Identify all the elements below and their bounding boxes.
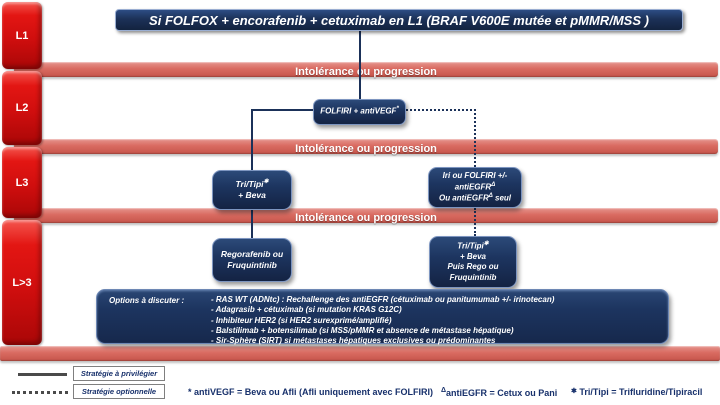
node-l4-tritipi-beva-rego: Tri/Tipi✱ + Beva Puis Rego ou Fruquintin… [429,236,517,288]
options-label: Options à discuter : [109,296,185,305]
connector-l2-to-l3-right-dotted [473,109,476,167]
node-text: Regorafenib ou [220,248,284,259]
options-box: Options à discuter : - RAS WT (ADNtc) : … [96,289,669,345]
node-text: Tri/Tipi✱ [457,240,489,251]
footnote-marker: Δ [488,192,493,199]
line-label-text: L3 [15,176,29,189]
options-item: - Sir-Sphère (SIRT) si métastases hépati… [211,336,496,346]
legend-label: Stratégie à privilégier [80,369,158,378]
footnote-marker: ✱ [263,179,269,186]
line-label-l2: L2 [2,71,42,145]
footnote-marker: ✱ [483,240,489,247]
connector-l3-to-l4-left [251,210,253,238]
line-label-l1: L1 [2,2,42,69]
legend-dotted-line-sample [12,391,68,394]
progression-bar-label: Intolérance ou progression [295,143,437,155]
progression-bar-label: Intolérance ou progression [295,66,437,78]
options-item: - Inhibiteur HER2 (si HER2 surexprimé/am… [211,315,392,325]
connector-l2-to-l3-left [251,109,253,170]
line-label-l4plus: L>3 [2,220,42,345]
footnote-antivegf: * antiVEGF = Beva ou Afli (Afli uniqueme… [188,387,433,397]
node-text: antiEGFRΔ [454,181,496,192]
node-text: Tri/Tipi✱ [235,178,269,189]
connector-l3-to-l4-right-dotted [473,208,476,236]
footnote-antiegfr: ΔantiEGFR = Cetux ou Pani [441,387,558,398]
progression-bar-label: Intolérance ou progression [295,212,437,224]
footnote-tritipi: ✱ Tri/Tipi = Trifluridine/Tipiracil [571,387,703,397]
node-text: Iri ou FOLFIRI +/- [442,171,508,181]
connector-l2-elbow-h [251,109,314,111]
options-item: - RAS WT (ADNtc) : Rechallenge des antiE… [211,295,555,304]
legend-label: Stratégie optionnelle [81,387,157,396]
node-l3-iri-folfiri-antiegfr: Iri ou FOLFIRI +/- antiEGFRΔ Ou antiEGFR… [428,167,522,208]
node-text: Fruquintinib [449,272,497,282]
legend-solid-line-sample [18,373,67,376]
node-text: FOLFIRI + antiVEGF* [320,106,399,117]
title-banner-text: Si FOLFOX + encorafenib + cetuximab en L… [149,12,649,28]
legend-solid-label-box: Stratégie à privilégier [73,366,165,381]
line-label-l3: L3 [2,147,42,218]
progression-bar-3: Intolérance ou progression [14,208,718,224]
line-label-text: L1 [15,29,29,42]
node-text: + Beva [459,251,487,261]
node-l2-folfiri-antivegf: FOLFIRI + antiVEGF* [313,99,406,125]
node-l4-regorafenib-fruquintinib: Regorafenib ou Fruquintinib [212,238,292,282]
bottom-red-bar [0,346,720,361]
progression-bar-2: Intolérance ou progression [14,139,718,155]
footnote-marker: ✱ [571,388,577,395]
footnote-marker: Δ [491,181,496,188]
line-label-text: L2 [15,102,29,114]
footnote-marker: Δ [441,387,447,394]
footnote-marker: * [188,387,192,397]
options-item: - Balstilimab + botensilimab (si MSS/pMM… [211,325,514,335]
options-item: - Adagrasib + cétuximab (si mutation KRA… [211,305,402,315]
node-text: Fruquintinib [227,260,277,270]
footnote-marker: * [396,106,399,113]
title-banner: Si FOLFOX + encorafenib + cetuximab en L… [115,9,683,31]
node-text: + Beva [238,190,266,200]
connector-banner-to-l2 [359,31,361,99]
node-l3-tritipi-beva: Tri/Tipi✱ + Beva [212,170,292,210]
connector-l2-elbow-h-dotted [406,109,476,111]
node-text: Ou antiEGFRΔ seul [438,192,512,203]
legend-dotted-label-box: Stratégie optionnelle [73,384,165,399]
line-label-text: L>3 [12,276,32,289]
progression-bar-1: Intolérance ou progression [14,62,718,78]
node-text: Puis Rego ou [447,262,499,272]
options-list: - RAS WT (ADNtc) : Rechallenge des antiE… [211,295,555,345]
